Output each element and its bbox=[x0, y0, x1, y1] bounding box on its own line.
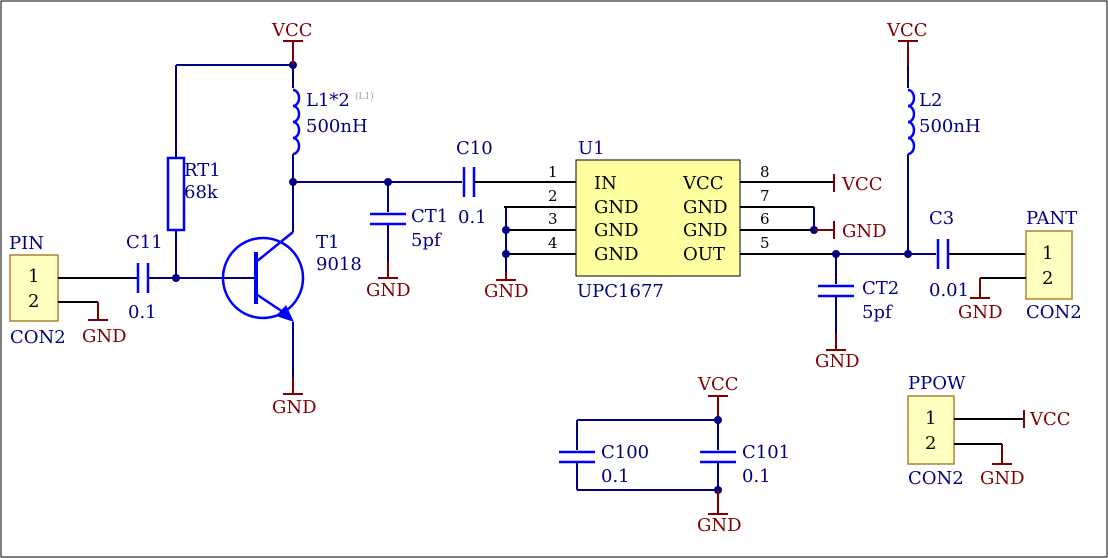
ppow-ref: PPOW bbox=[908, 373, 966, 394]
svg-text:GND: GND bbox=[272, 397, 317, 418]
svg-text:GND: GND bbox=[980, 468, 1025, 489]
gnd-symbol-u1-left: GND bbox=[484, 272, 529, 302]
u1-ref: U1 bbox=[578, 138, 605, 159]
l2-value: 500nH bbox=[919, 116, 981, 137]
pant-pin2: 2 bbox=[1042, 268, 1053, 289]
connector-pin: PIN 1 2 CON2 bbox=[9, 233, 66, 348]
c10-ref: C10 bbox=[456, 138, 493, 159]
svg-text:GND: GND bbox=[842, 221, 887, 242]
capacitor-c3: C3 0.01 bbox=[929, 208, 969, 301]
c101-value: 0.1 bbox=[742, 466, 771, 487]
gnd-symbol-pant: GND bbox=[958, 297, 1003, 323]
inductor-l2: L2 500nH bbox=[907, 88, 981, 156]
pant-pin1: 1 bbox=[1042, 243, 1053, 264]
u1-pin5-num: 5 bbox=[760, 234, 770, 252]
svg-text:GND: GND bbox=[815, 351, 860, 372]
u1-pin4-name: GND bbox=[594, 244, 639, 265]
l2-ref: L2 bbox=[919, 90, 942, 111]
u1-pin6-name: GND bbox=[683, 220, 728, 241]
svg-text:GND: GND bbox=[697, 515, 742, 536]
connector-pant: PANT 1 2 CON2 bbox=[1025, 208, 1082, 323]
chip-u1: U1 UPC1677 1 2 3 4 IN GND GND GND 8 7 6 … bbox=[504, 138, 836, 302]
l1-ref: L1*2 bbox=[306, 90, 350, 111]
capacitor-c100: C100 0.1 bbox=[559, 442, 649, 487]
vcc-symbol-u1: VCC bbox=[833, 174, 883, 195]
svg-text:VCC: VCC bbox=[841, 174, 883, 195]
u1-pin6-num: 6 bbox=[760, 210, 770, 228]
u1-pin1-name: IN bbox=[594, 173, 617, 194]
pant-type: CON2 bbox=[1026, 302, 1082, 323]
vcc-symbol-ppow: VCC bbox=[1023, 409, 1071, 430]
c11-value: 0.1 bbox=[128, 302, 157, 323]
t1-value: 9018 bbox=[316, 254, 362, 275]
svg-text:GND: GND bbox=[484, 281, 529, 302]
c100-value: 0.1 bbox=[601, 466, 630, 487]
c3-ref: C3 bbox=[929, 208, 954, 229]
gnd-symbol-t1: GND bbox=[272, 378, 317, 418]
ct2-value: 5pf bbox=[862, 302, 893, 323]
u1-pin5-name: OUT bbox=[683, 244, 725, 265]
pin-ref: PIN bbox=[9, 233, 44, 254]
svg-text:VCC: VCC bbox=[1029, 409, 1071, 430]
u1-pin7-name: GND bbox=[683, 197, 728, 218]
gnd-symbol-ct1: GND bbox=[366, 262, 411, 301]
l1-note: (L1) bbox=[355, 91, 374, 102]
pin-type: CON2 bbox=[10, 327, 66, 348]
ppow-pin1: 1 bbox=[925, 408, 936, 429]
u1-pin2-name: GND bbox=[594, 197, 639, 218]
svg-text:GND: GND bbox=[958, 302, 1003, 323]
gnd-symbol-ppow: GND bbox=[980, 463, 1025, 489]
l1-value: 500nH bbox=[306, 116, 368, 137]
capacitor-ct2: CT2 5pf bbox=[818, 278, 899, 323]
rt1-ref: RT1 bbox=[184, 160, 221, 181]
gnd-symbol-decoupling: GND bbox=[697, 490, 742, 536]
u1-pin3-num: 3 bbox=[548, 210, 558, 228]
pin-pin1: 1 bbox=[28, 266, 39, 287]
u1-pin8-num: 8 bbox=[760, 163, 770, 181]
u1-pin1-num: 1 bbox=[548, 163, 558, 181]
capacitor-ct1: CT1 5pf bbox=[370, 206, 448, 251]
ppow-pin2: 2 bbox=[925, 433, 936, 454]
u1-pin4-num: 4 bbox=[548, 234, 558, 252]
c100-ref: C100 bbox=[601, 442, 649, 463]
capacitor-c10: C10 0.1 bbox=[456, 138, 493, 228]
u1-pin3-name: GND bbox=[594, 220, 639, 241]
u1-pin7-num: 7 bbox=[760, 187, 770, 205]
resistor-rt1: RT1 68k bbox=[166, 156, 221, 232]
u1-pin8-name: VCC bbox=[682, 173, 724, 194]
c10-value: 0.1 bbox=[458, 207, 487, 228]
c3-value: 0.01 bbox=[929, 280, 969, 301]
pant-ref: PANT bbox=[1026, 208, 1077, 229]
ct1-value: 5pf bbox=[411, 230, 442, 251]
connector-ppow: PPOW 1 2 CON2 bbox=[907, 373, 966, 489]
rt1-value: 68k bbox=[184, 182, 219, 203]
pin-pin2: 2 bbox=[28, 291, 39, 312]
gnd-symbol-pin: GND bbox=[82, 319, 127, 347]
c11-ref: C11 bbox=[126, 232, 163, 253]
vcc-symbol-l2: VCC bbox=[886, 20, 928, 65]
svg-text:GND: GND bbox=[366, 280, 411, 301]
ppow-type: CON2 bbox=[908, 468, 964, 489]
vcc-symbol-l1: VCC bbox=[271, 20, 313, 65]
gnd-symbol-u1-right: GND bbox=[833, 221, 887, 242]
inductor-l1: L1*2 (L1) 500nH bbox=[292, 88, 374, 156]
ct2-ref: CT2 bbox=[862, 278, 899, 299]
svg-text:VCC: VCC bbox=[271, 20, 313, 41]
u1-pin2-num: 2 bbox=[548, 187, 558, 205]
t1-ref: T1 bbox=[316, 232, 339, 253]
svg-text:VCC: VCC bbox=[697, 374, 739, 395]
gnd-symbol-ct2: GND bbox=[815, 334, 860, 372]
ct1-ref: CT1 bbox=[411, 206, 448, 227]
svg-text:VCC: VCC bbox=[886, 20, 928, 41]
u1-part: UPC1677 bbox=[577, 281, 664, 302]
capacitor-c11: C11 0.1 bbox=[126, 232, 163, 323]
svg-text:GND: GND bbox=[82, 326, 127, 347]
c101-ref: C101 bbox=[742, 442, 790, 463]
transistor-t1: T1 9018 bbox=[221, 231, 362, 322]
